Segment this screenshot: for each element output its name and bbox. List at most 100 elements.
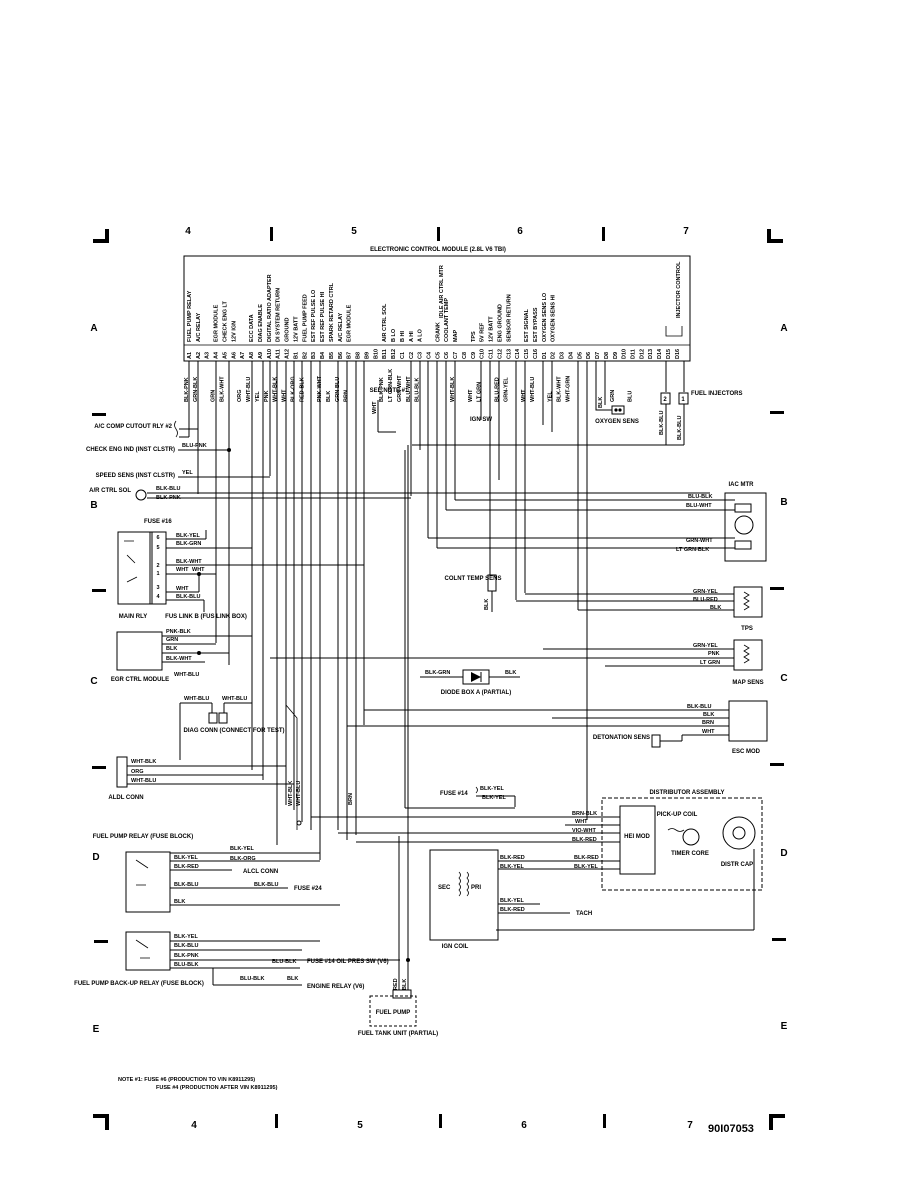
- diag-conn-label: DIAG CONN (CONNECT FOR TEST): [184, 728, 285, 734]
- check-eng-label: CHECK ENG IND (INST CLSTR): [86, 447, 175, 453]
- ecm-function-b3: EST REF PULSE LO: [311, 289, 317, 342]
- ecm-pin-c2: C2: [409, 352, 415, 359]
- diode-wire-2: BLK: [505, 670, 516, 676]
- oil-pres-label: FUSE #14 OIL PRES SW (V6): [307, 959, 389, 965]
- figure-id: 90I07053: [708, 1123, 754, 1135]
- esc-wire-4: WHT: [702, 729, 715, 735]
- ecm-function-b1: 12V BATT: [293, 316, 299, 342]
- grid-row-c-left: C: [90, 676, 97, 687]
- main-rly-wire-6: WHT: [176, 586, 189, 592]
- grid-row-a-right: A: [780, 323, 787, 334]
- fuel-tank-wire-1: RED: [393, 978, 399, 990]
- ecm-wire-b11: BLK-PNK: [379, 377, 385, 402]
- tps-wire-3: BLK: [710, 605, 721, 611]
- fp-wire-7: BLK-BLU: [254, 882, 278, 888]
- ecm-pin-c6: C6: [444, 352, 450, 359]
- air-ctrl-sol-label: A/R CTRL SOL: [89, 488, 131, 494]
- ecm-wire-c2: BLU-WHT: [406, 376, 412, 402]
- fuel-tank-wire-2: BLK: [402, 979, 408, 990]
- diode-box-label: DIODE BOX A (PARTIAL): [441, 690, 511, 696]
- ecm-function-c15: EST SIGNAL: [524, 308, 530, 342]
- see-note-label: SEE NOTE #1: [370, 388, 409, 394]
- ecm-pin-b5: B5: [329, 352, 335, 359]
- ecm-function-a11: DI SYSTEM RETURN: [276, 288, 282, 342]
- fp-backup-label: FUEL PUMP BACK-UP RELAY (FUSE BLOCK): [74, 981, 204, 987]
- ecm-pin-b8: B8: [356, 352, 362, 359]
- iac-motor: IAC MTR BLU-BLK BLU-WHT GRN-WHT LT GRN-B…: [428, 482, 767, 562]
- coil-wire-1: BLK-RED: [500, 855, 525, 861]
- distr-cap-label: DISTR CAP: [721, 862, 753, 868]
- ecm-pin-a11: A11: [276, 349, 282, 359]
- timer-core-label: TIMER CORE: [671, 851, 709, 857]
- grid-row-e-left: E: [93, 1024, 100, 1035]
- esc-wire-2: BLK: [703, 712, 714, 718]
- fp-wire-5: BLK-YEL: [230, 846, 254, 852]
- ecm-wire-b12: LT GRN-BLK: [388, 369, 394, 402]
- ecm-function-c11: 12V BATT: [489, 316, 495, 342]
- ecm-wire-b5: BLK: [326, 391, 332, 402]
- fpb-wire-1: BLK-YEL: [174, 934, 198, 940]
- ecm-pin-d11: D11: [631, 349, 637, 359]
- ecm-pin-a12: A12: [285, 349, 291, 359]
- grid-row-a-left: A: [90, 323, 97, 334]
- note-line-2: FUSE #4 (PRODUCTION AFTER VIN K8911295): [156, 1085, 278, 1091]
- svg-text:4: 4: [156, 594, 160, 600]
- fus-link-label: FUS LINK B (FUS LINK BOX): [165, 614, 247, 620]
- ecm-function-b12: B LO: [391, 328, 397, 342]
- ecm-pin-d5: D5: [577, 352, 583, 359]
- speed-sens-wire: YEL: [182, 470, 193, 476]
- fuse16-label: FUSE #16: [144, 519, 172, 525]
- ecm-pin-d15: D15: [666, 349, 672, 359]
- fuse14-label: FUSE #14: [440, 791, 468, 797]
- ecm-pin-b2: B2: [302, 352, 308, 359]
- speed-sensor: SPEED SENS (INST CLSTR) YEL: [96, 470, 270, 479]
- grid-row-d-left: D: [92, 852, 99, 863]
- ecm-pin-b7: B7: [347, 352, 353, 359]
- ecm-wire-c15: WHT: [521, 389, 527, 402]
- fpb-wire-5: BLU-BLK: [272, 959, 296, 965]
- egr-wire-5: WHT-BLU: [174, 672, 199, 678]
- ecm-pin-c14: C14: [515, 348, 521, 359]
- iac-group-label: IDLE AIR CTRL MTR: [439, 265, 445, 318]
- ecm-wire-c12: BLU-RED: [494, 377, 500, 402]
- grid-row-c-right: C: [780, 673, 787, 684]
- ecm-pin-d14: D14: [657, 348, 663, 359]
- ecm-pin-c15: C15: [524, 349, 530, 359]
- main-rly-wire-1: BLK-YEL: [176, 533, 200, 539]
- ecm-pin-b3: B3: [311, 352, 317, 359]
- iac-wire-4: LT GRN-BLK: [676, 547, 709, 553]
- ecm-vertical-wires: [188, 361, 685, 860]
- air-ctrl-sol: A/R CTRL SOL BLK-BLU BLK-PNK: [89, 486, 710, 501]
- check-eng-wire: BLU-PNK: [182, 443, 207, 449]
- iac-wire-1: BLU-BLK: [688, 494, 712, 500]
- fuse-14: FUSE #14 BLK-YEL BLK-YEL: [440, 786, 516, 807]
- fuel-injectors-label: FUEL INJECTORS: [691, 391, 742, 397]
- main-rly-wire-3: BLK-WHT: [176, 559, 202, 565]
- ecm-function-c13: SENSOR RETURN: [506, 294, 512, 342]
- ecm-function-c6: COOLANT TEMP: [444, 298, 450, 342]
- oxygen-sens-wire: BLK: [598, 397, 604, 408]
- injector-2-number: 2: [663, 397, 667, 403]
- aldl-vert-1: WHT-BLK: [288, 781, 294, 806]
- ecm-wire-c10: LT GRN: [477, 382, 483, 402]
- main-rly-label: MAIN RLY: [119, 614, 147, 620]
- dist-wire-1: BRN-BLK: [572, 811, 597, 817]
- oxygen-sens-label: OXYGEN SENS: [595, 419, 639, 425]
- egr-ctrl-module: PNK-BLK GRN BLK BLK-WHT EGR CTRL MODULE …: [111, 629, 252, 683]
- ecm-pin-d6: D6: [586, 352, 592, 359]
- grid-rows: A A B B C C D D E E: [90, 323, 787, 1035]
- diode-wire-1: BLK-GRN: [425, 670, 450, 676]
- ecm-function-b7: EGR MODULE: [347, 304, 353, 342]
- aldl-conn: WHT-BLK ORG WHT-BLU ALDL CONN WHT-BLK WH…: [108, 704, 302, 830]
- ecm-wire-a10: PNK: [264, 390, 270, 402]
- dist-wire-3: VIO-WHT: [572, 828, 596, 834]
- map-wire-1: GRN-YEL: [693, 643, 718, 649]
- egr-ctrl-label: EGR CTRL MODULE: [111, 677, 169, 683]
- fuel-pump-label: FUEL PUMP: [376, 1010, 411, 1016]
- ecm-function-a1: FUEL PUMP RELAY: [187, 290, 193, 342]
- svg-text:1: 1: [156, 571, 159, 577]
- ecm-function-b6: A/C RELAY: [338, 313, 344, 342]
- ecm-pin-c11: C11: [489, 349, 495, 359]
